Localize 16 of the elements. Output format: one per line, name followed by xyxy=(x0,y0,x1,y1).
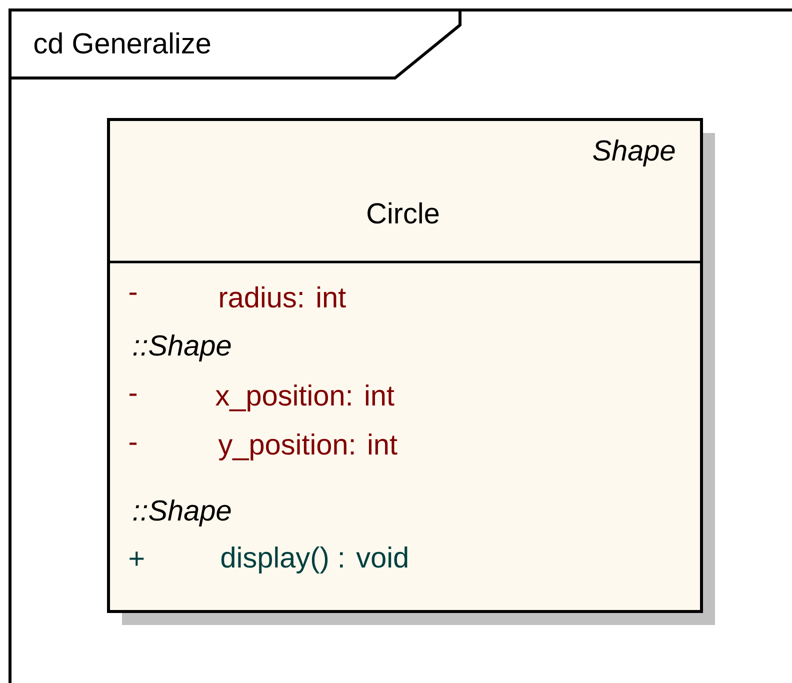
member-text: Circle xyxy=(368,202,439,224)
class-box xyxy=(107,118,715,625)
member-text: - xyxy=(129,442,137,445)
frame-border xyxy=(8,8,792,683)
frame-tab xyxy=(10,10,462,80)
member-text: display() : void xyxy=(221,546,408,574)
member-text: - xyxy=(129,394,137,396)
stereotype-text: ::Shape xyxy=(133,500,231,526)
stereotype-text: Shape xyxy=(593,140,675,166)
member-text: x_position: int xyxy=(216,384,394,412)
member-text: radius: int xyxy=(220,286,346,308)
member-text: y_position: int xyxy=(218,434,398,460)
frame-title: cd Generalize xyxy=(34,32,210,54)
member-text: + xyxy=(130,552,144,566)
member-text: - xyxy=(129,292,137,295)
stereotype-text: ::Shape xyxy=(133,334,231,362)
